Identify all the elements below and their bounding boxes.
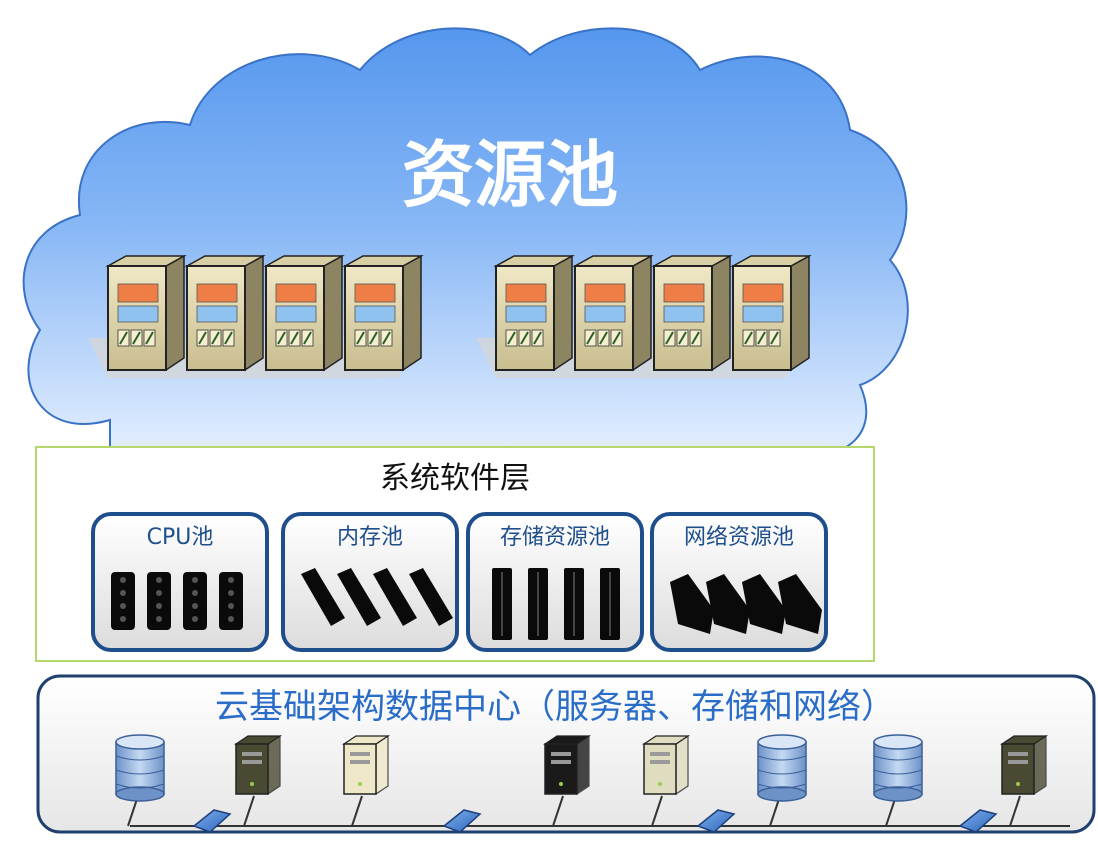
pool-card: 内存池 bbox=[281, 512, 459, 652]
cloud-shape bbox=[22, 27, 909, 457]
server-tower-icon bbox=[342, 734, 390, 796]
network-link bbox=[651, 795, 663, 827]
server-tower-icon bbox=[1000, 734, 1048, 796]
cpu-chip-icon bbox=[111, 572, 243, 630]
server-tower-icon bbox=[342, 254, 424, 372]
network-switch-icon bbox=[958, 809, 998, 833]
server-tower-icon bbox=[572, 254, 654, 372]
datacenter-title: 云基础架构数据中心（服务器、存储和网络） bbox=[215, 687, 895, 727]
network-switch-icon bbox=[192, 809, 232, 833]
memory-module-icon bbox=[301, 568, 453, 626]
datacenter-devices bbox=[115, 734, 1048, 802]
network-switch-icon bbox=[696, 809, 736, 833]
system-layer-title: 系统软件层 bbox=[380, 461, 530, 496]
pool-label: 内存池 bbox=[337, 525, 403, 550]
network-switch-icon bbox=[442, 809, 482, 833]
server-tower-icon bbox=[730, 254, 812, 372]
server-tower-icon bbox=[642, 734, 690, 796]
pool-card: 存储资源池 bbox=[466, 512, 644, 652]
database-icon bbox=[115, 734, 165, 802]
server-tower-icon bbox=[184, 254, 266, 372]
network-link bbox=[243, 795, 255, 827]
resource-pools: CPU池 内存池 存储资源池 网络资源池 bbox=[91, 512, 828, 652]
datacenter-network bbox=[127, 795, 1070, 833]
pool-card: CPU池 bbox=[91, 512, 269, 652]
pool-label: 网络资源池 bbox=[684, 525, 794, 550]
server-tower-icon bbox=[651, 254, 733, 372]
server-tower-icon bbox=[263, 254, 345, 372]
network-device-icon bbox=[670, 574, 822, 634]
storage-drive-icon bbox=[492, 568, 620, 640]
pool-label: 存储资源池 bbox=[500, 525, 610, 550]
server-group-left-group bbox=[88, 254, 424, 378]
server-tower-icon bbox=[105, 254, 187, 372]
server-tower-icon bbox=[234, 734, 282, 796]
database-icon bbox=[873, 734, 923, 802]
cloud-title: 资源池 bbox=[402, 133, 618, 217]
network-link bbox=[1009, 795, 1021, 827]
network-link bbox=[351, 795, 363, 827]
pool-label: CPU池 bbox=[147, 525, 214, 550]
pool-card: 网络资源池 bbox=[650, 512, 828, 652]
server-tower-icon bbox=[543, 734, 591, 796]
database-icon bbox=[757, 734, 807, 802]
network-link bbox=[552, 795, 564, 827]
server-tower-icon bbox=[493, 254, 575, 372]
cloud-server-rack bbox=[88, 254, 812, 378]
server-group-right-group bbox=[476, 254, 812, 378]
